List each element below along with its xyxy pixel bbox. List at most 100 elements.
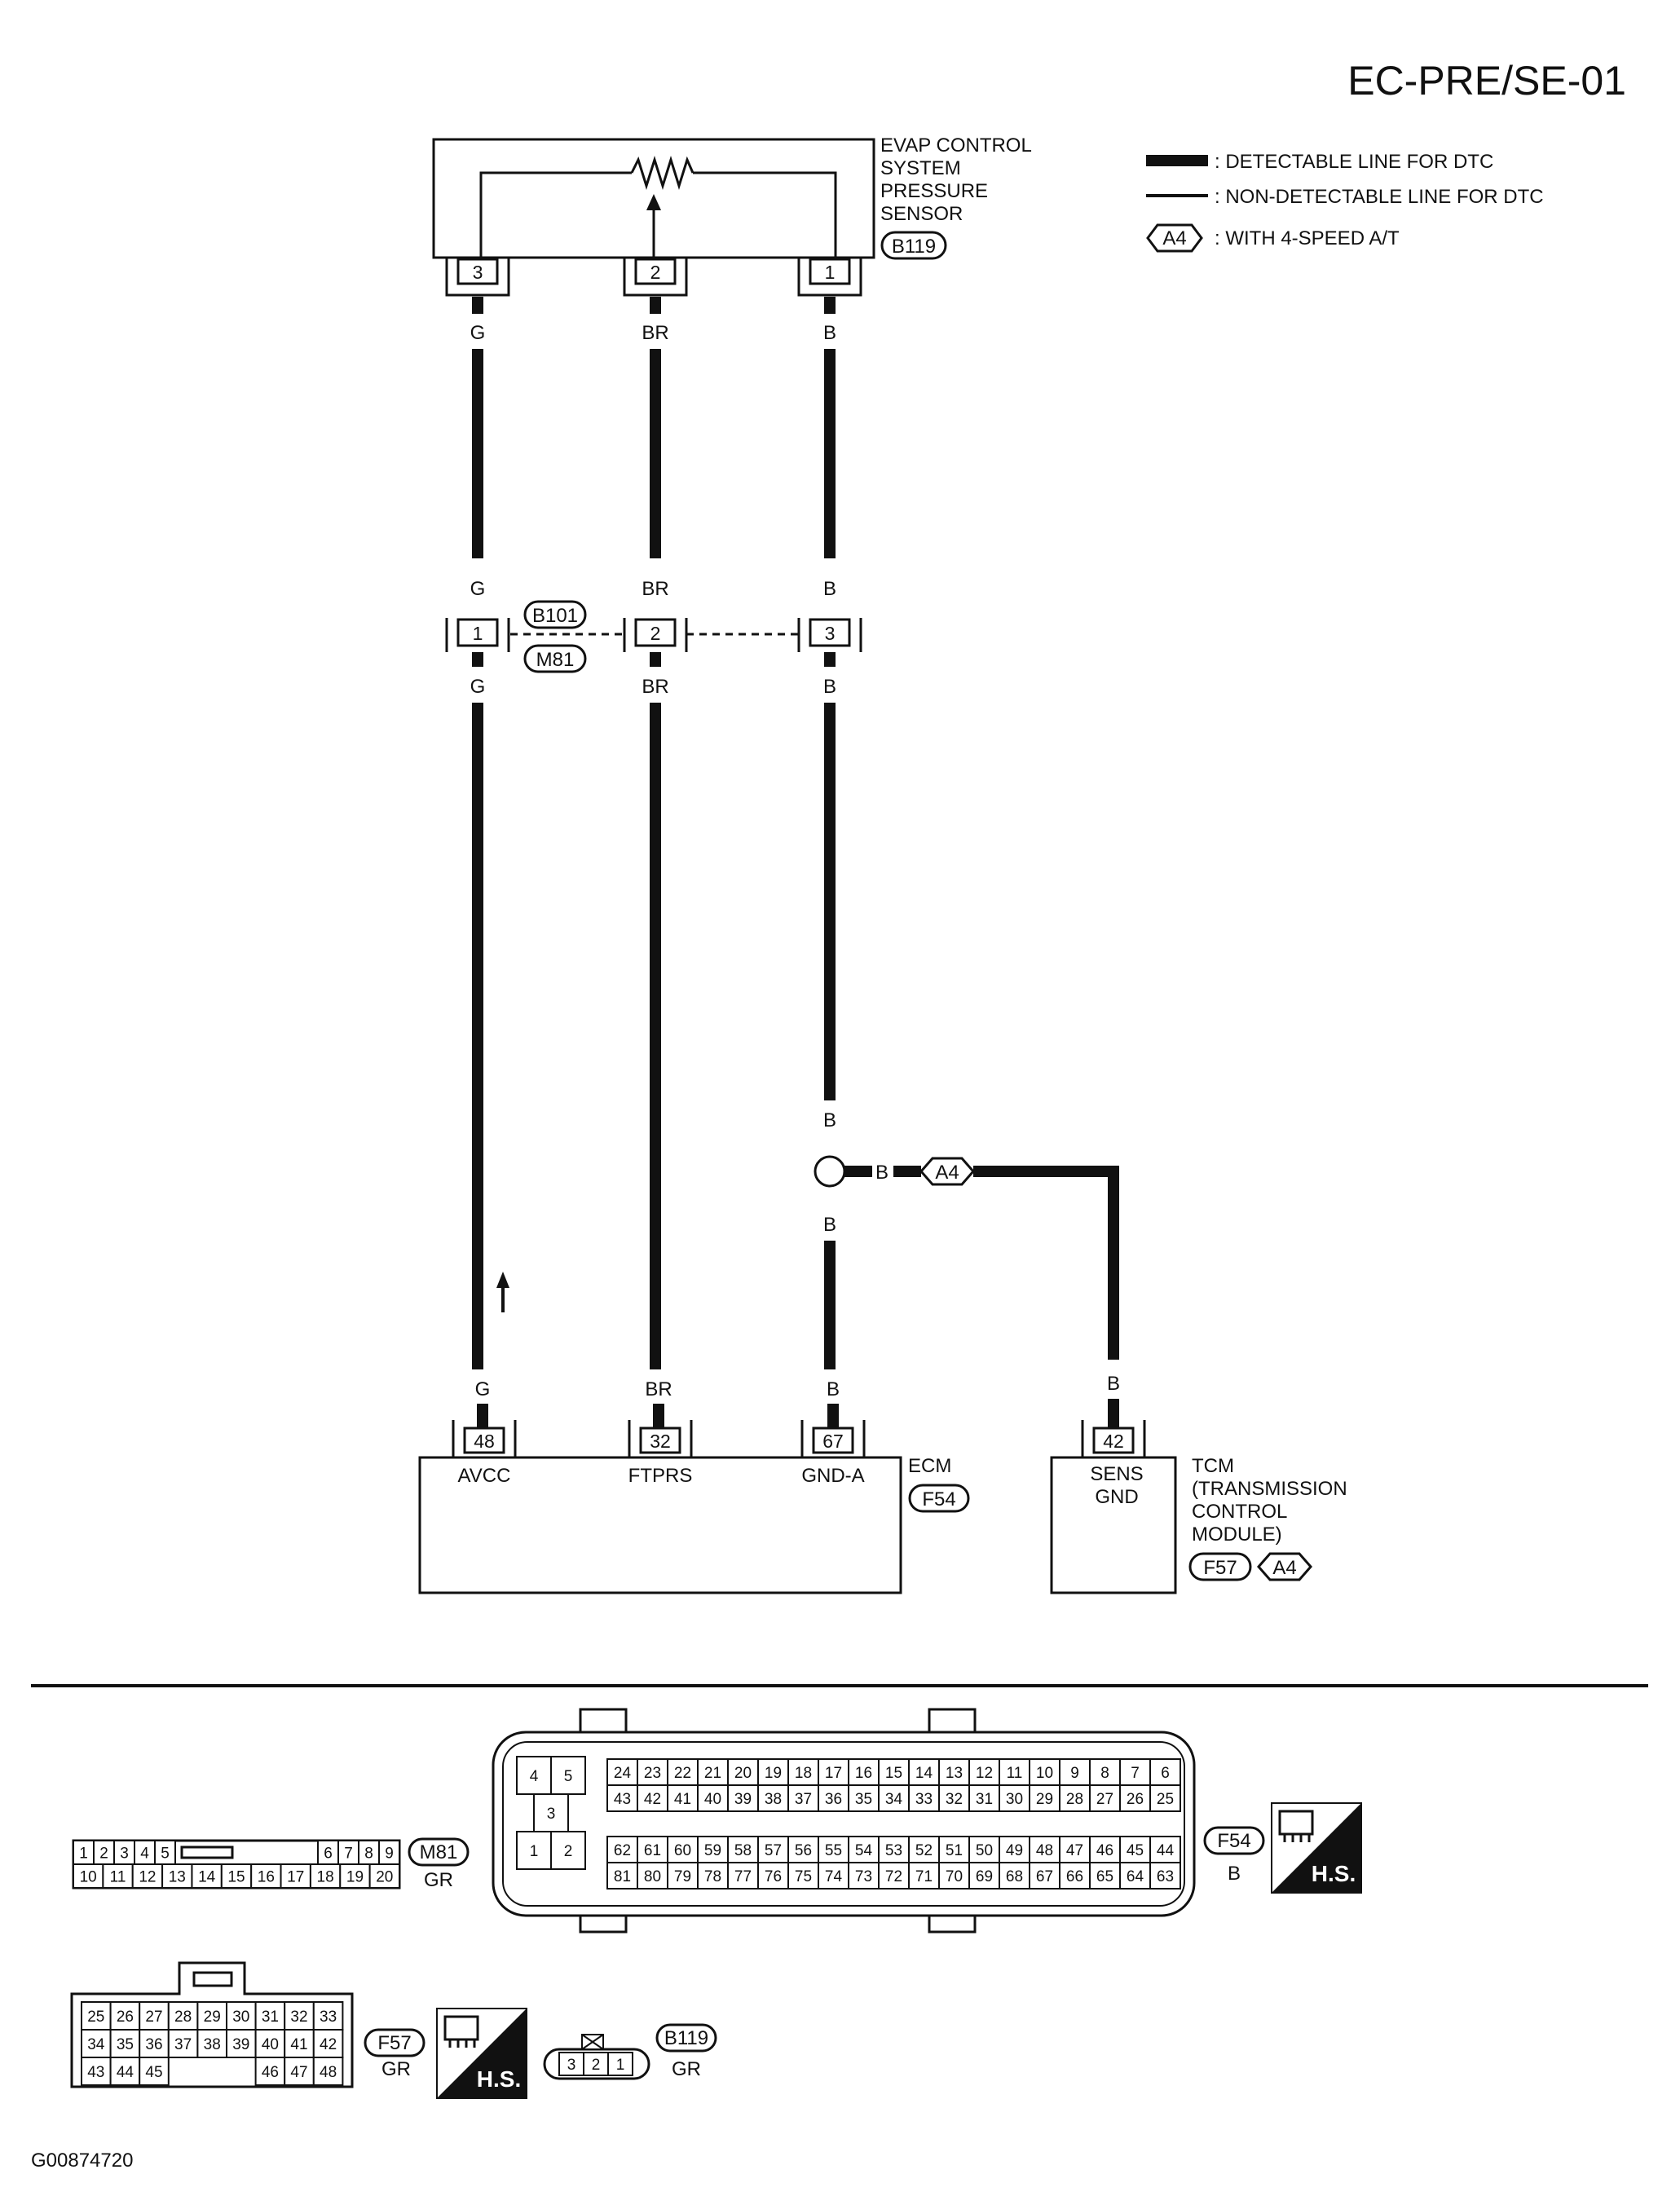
f54-pin-7: 7 <box>1131 1765 1140 1782</box>
m81-pin-9-cell <box>378 1840 400 1865</box>
f54-pin-68: 68 <box>1006 1868 1023 1885</box>
f54-pin-1-cell <box>516 1831 552 1870</box>
f54-pin-34-cell <box>878 1784 910 1812</box>
f54-pin-63-cell <box>1149 1862 1181 1890</box>
f57-pin-39: 39 <box>232 2036 249 2053</box>
ecm-name: ECM <box>908 1455 951 1477</box>
f54-pin-64: 64 <box>1127 1868 1144 1885</box>
m81-pin-12: 12 <box>139 1869 156 1886</box>
f57-pin-30: 30 <box>232 2009 249 2026</box>
f57-pin-25: 25 <box>87 2009 104 2026</box>
b119-pin-3: 3 <box>567 2057 576 2074</box>
f54-pin-15: 15 <box>885 1765 902 1782</box>
m81-pin-9: 9 <box>385 1845 394 1863</box>
f54-pin-27: 27 <box>1096 1791 1113 1808</box>
f54-pin-76: 76 <box>765 1868 782 1885</box>
f54-pin-78-cell <box>697 1862 729 1890</box>
f54-pin-72: 72 <box>885 1868 902 1885</box>
f57-pin-34: 34 <box>87 2036 105 2053</box>
f54-pin-45-cell <box>1119 1836 1151 1863</box>
f54-pin-42: 42 <box>644 1791 661 1808</box>
lock-tab-icon <box>180 1845 234 1859</box>
lock-tab-icon <box>192 1971 233 1987</box>
f57-pin-26-cell <box>109 2001 141 2031</box>
f54-pin-69-cell <box>968 1862 1000 1890</box>
b119-color: GR <box>672 2058 701 2080</box>
f54-pin-41: 41 <box>674 1791 691 1808</box>
f54-pin-65: 65 <box>1096 1868 1113 1885</box>
tcm-pin-42-box <box>1092 1427 1135 1454</box>
f54-pin-79: 79 <box>674 1868 691 1885</box>
f54-pin-16: 16 <box>855 1765 872 1782</box>
f54-pin-40: 40 <box>704 1791 721 1808</box>
f54-pin-39-cell <box>727 1784 759 1812</box>
m81-pin-6: 6 <box>324 1845 333 1863</box>
f54-pin-63: 63 <box>1157 1868 1174 1885</box>
f54-pin-59: 59 <box>704 1842 721 1859</box>
sensor-pin-1: 1 <box>825 262 836 283</box>
f57-pin-28: 28 <box>174 2009 192 2026</box>
f57-pin-33: 33 <box>320 2009 337 2026</box>
f57-id-tag <box>364 2028 426 2057</box>
f54-pin-77-cell <box>727 1862 759 1890</box>
f54-pin-61: 61 <box>644 1842 661 1859</box>
m81-pin-15: 15 <box>227 1869 245 1886</box>
ecm-pin-32: 32 <box>650 1431 671 1452</box>
f54-pin-39: 39 <box>734 1791 752 1808</box>
f54-pin-26: 26 <box>1127 1791 1144 1808</box>
joint-connector-bottom-id: M81 <box>536 649 575 671</box>
tcm-connector-id: F57 <box>1203 1557 1237 1579</box>
m81-color: GR <box>424 1869 453 1891</box>
f57-pin-35: 35 <box>117 2036 134 2053</box>
joint-pin-1: 1 <box>473 623 483 644</box>
f54-pin-28: 28 <box>1066 1791 1083 1808</box>
f54-pin-66: 66 <box>1066 1868 1083 1885</box>
f54-pin-35: 35 <box>855 1791 872 1808</box>
f57-pin-27: 27 <box>145 2009 162 2026</box>
sensor-name-line-1: EVAP CONTROL <box>880 134 1032 157</box>
resistor-icon <box>630 155 694 191</box>
f57-hs-badge: H.S. <box>436 2008 527 2099</box>
f54-pin-76-cell <box>757 1862 789 1890</box>
m81-pin-10-cell <box>73 1863 104 1889</box>
f57-pin-45: 45 <box>145 2064 162 2081</box>
f57-pin-44: 44 <box>117 2064 134 2081</box>
f54-pin-3-cell <box>533 1793 569 1832</box>
m81-pin-11: 11 <box>110 1869 126 1886</box>
m81-pin-2: 2 <box>99 1845 108 1863</box>
f54-pin-32: 32 <box>946 1791 963 1808</box>
splice-point <box>814 1155 846 1188</box>
f54-pin-69: 69 <box>976 1868 993 1885</box>
f54-top-key-2 <box>928 1708 977 1734</box>
b119-pin-1-cell <box>607 2052 633 2076</box>
ecm-body <box>418 1456 902 1594</box>
f54-pin-36: 36 <box>825 1791 842 1808</box>
f57-pin-45-cell <box>139 2057 170 2086</box>
m81-pin-7: 7 <box>344 1845 353 1863</box>
m81-pin-17: 17 <box>287 1869 304 1886</box>
f57-pin-47-cell <box>284 2057 315 2086</box>
sensor-name-line-3: PRESSURE <box>880 180 988 202</box>
branch-option-tag-text: A4 <box>935 1162 959 1184</box>
wire-b-label-3: B <box>823 676 836 698</box>
f54-pin-48: 48 <box>1036 1842 1053 1859</box>
f54-pin-53: 53 <box>885 1842 902 1859</box>
sensor-connector-tag <box>880 231 947 260</box>
f57-hs-badge-text: H.S. <box>477 2066 521 2092</box>
f57-pin-25-cell <box>81 2001 112 2031</box>
f57-pin-32-cell <box>284 2001 315 2031</box>
b119-pin-1: 1 <box>616 2057 625 2074</box>
f57-pin-31: 31 <box>262 2009 279 2026</box>
wire-br-label-3: BR <box>642 676 668 698</box>
f54-pin-3: 3 <box>547 1806 556 1823</box>
f54-pin-30-cell <box>999 1784 1030 1812</box>
m81-pin-19-cell <box>339 1863 371 1889</box>
f54-pin-33-cell <box>908 1784 940 1812</box>
f54-pin-55-cell <box>818 1836 849 1863</box>
f54-pin-4: 4 <box>530 1768 539 1785</box>
f54-pin-81: 81 <box>614 1868 631 1885</box>
f54-pin-21: 21 <box>704 1765 721 1782</box>
b119-pin-2: 2 <box>592 2057 601 2074</box>
